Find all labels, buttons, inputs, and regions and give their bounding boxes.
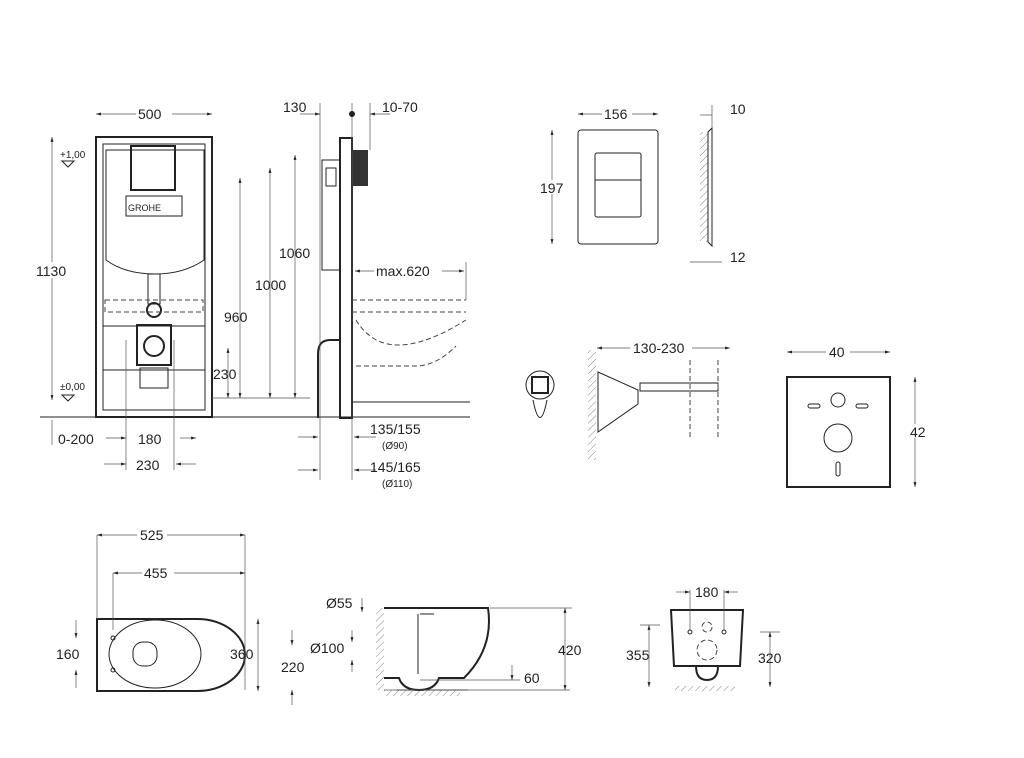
dim-wall-10-70: 10-70 [382, 99, 418, 115]
dim-bowl-height: 420 [558, 642, 582, 658]
sound-insulation-pad: 40 42 [786, 344, 929, 488]
mounting-bolts: 130-230 [525, 340, 730, 460]
level-zero: ±0,00 [60, 382, 85, 393]
dim-960: 960 [224, 309, 248, 325]
bowl-top-view: 525 455 360 160 [56, 527, 260, 692]
dim-plate-height: 197 [540, 180, 564, 196]
dim-145-165: 145/165 [370, 459, 421, 475]
frame-front-view: GROHE 500 1130 +1,00 ±0,00 960 1000 1060… [36, 106, 470, 473]
level-top: +1,00 [60, 150, 86, 161]
dim-offset: 0-200 [58, 431, 94, 447]
dim-135-155: 135/155 [370, 421, 421, 437]
dim-1060: 1060 [279, 245, 310, 261]
dim-bowl-length: 525 [140, 527, 164, 543]
dim-depth-130: 130 [283, 99, 307, 115]
dim-outlet-100: Ø100 [310, 640, 344, 656]
dim-back-180: 180 [695, 584, 719, 600]
dim-plate-width: 156 [604, 106, 628, 122]
dim-230-height: 230 [213, 366, 237, 382]
dim-outlet-220: 220 [281, 659, 305, 675]
pipe-90: (Ø90) [382, 441, 408, 452]
dim-back-320: 320 [758, 650, 782, 666]
bowl-back-view: 180 355 320 [626, 584, 782, 691]
dim-frame-height: 1130 [36, 263, 66, 279]
dim-plate-thickness-bottom: 12 [730, 249, 746, 265]
dim-180: 180 [138, 431, 162, 447]
dim-pad-height: 42 [910, 424, 926, 440]
pipe-110: (Ø110) [382, 479, 412, 490]
grohe-logo: GROHE [128, 203, 161, 213]
dim-bowl-holes: 160 [56, 646, 80, 662]
frame-side-view: 130 10-70 max.620 135/155 (Ø90) 145/165 … [283, 99, 470, 490]
dim-1000: 1000 [255, 277, 286, 293]
flush-plate: 156 197 10 12 [538, 101, 746, 265]
dim-back-355: 355 [626, 647, 650, 663]
dim-bowl-width: 360 [230, 646, 254, 662]
dim-plate-thickness-top: 10 [730, 101, 746, 117]
dim-outlet-60: 60 [524, 670, 540, 686]
dim-max-620: max.620 [376, 263, 430, 279]
dim-230-width: 230 [136, 457, 160, 473]
dim-bolt-range: 130-230 [633, 340, 685, 356]
dim-pad-width: 40 [829, 344, 845, 360]
dim-bowl-inner-length: 455 [144, 565, 168, 581]
bowl-side-view: 420 60 Ø55 Ø100 220 [281, 595, 582, 705]
dim-frame-width: 500 [138, 106, 162, 122]
dim-inlet-55: Ø55 [326, 595, 353, 611]
